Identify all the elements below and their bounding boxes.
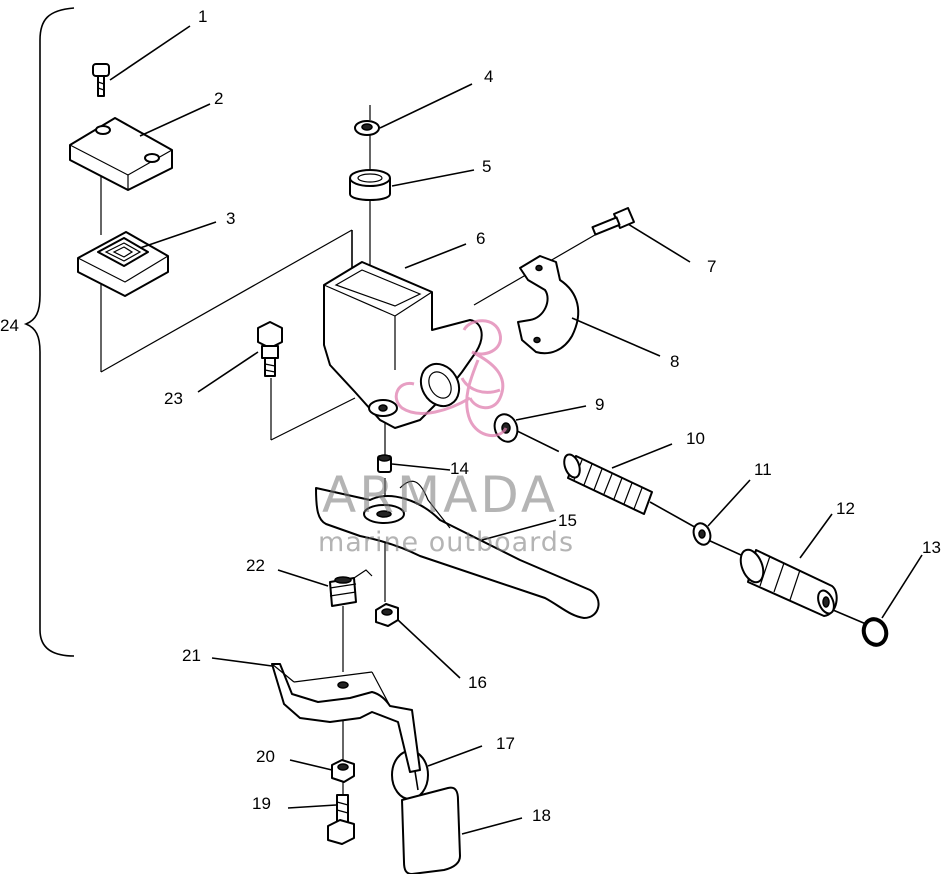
callout-labels: 1 2 3 4 5 6 7 8 9 10 11 12 13 14 15 16 1… <box>0 7 941 825</box>
watermark-title: ARMADA <box>322 466 558 524</box>
callout-15: 15 <box>558 511 577 530</box>
part-8-clamp <box>517 255 580 355</box>
callout-9: 9 <box>595 395 604 414</box>
watermark-subtitle: marine outboards <box>318 527 574 558</box>
callout-19: 19 <box>252 794 271 813</box>
callout-20: 20 <box>256 747 275 766</box>
callout-6: 6 <box>476 229 485 248</box>
assembly-bracket <box>23 7 75 657</box>
watermark: ARMADA marine outboards <box>318 319 574 558</box>
callout-3: 3 <box>226 209 235 228</box>
part-13-o-ring <box>861 617 889 647</box>
part-3-diaphragm <box>77 231 169 297</box>
callout-12: 12 <box>836 499 855 518</box>
callout-7: 7 <box>707 257 716 276</box>
callout-10: 10 <box>686 429 705 448</box>
part-5-bushing <box>349 169 391 201</box>
callout-22: 22 <box>246 556 265 575</box>
part-18-tag <box>401 786 461 874</box>
callout-16: 16 <box>468 673 487 692</box>
part-10-spring <box>563 453 653 515</box>
callout-8: 8 <box>670 352 679 371</box>
part-20-nut <box>331 759 355 783</box>
part-23-pivot-bolt <box>257 321 283 377</box>
callout-18: 18 <box>532 806 551 825</box>
part-1-screw <box>92 63 110 97</box>
callout-1: 1 <box>198 7 207 26</box>
part-21-bracket <box>271 663 421 773</box>
watermark-logo-icon <box>394 319 508 437</box>
callout-13: 13 <box>922 538 941 557</box>
part-14-set-screw <box>377 454 392 473</box>
callout-24: 24 <box>0 316 19 335</box>
part-12-piston <box>739 548 838 617</box>
callout-14: 14 <box>450 459 469 478</box>
part-7-bolt <box>591 207 635 236</box>
callout-17: 17 <box>496 734 515 753</box>
callout-21: 21 <box>182 646 201 665</box>
part-2-reservoir-cover <box>69 117 173 191</box>
part-4-washer <box>354 120 380 136</box>
callout-2: 2 <box>214 89 223 108</box>
part-15-lever <box>315 480 600 619</box>
callout-11: 11 <box>754 460 772 479</box>
callout-5: 5 <box>482 157 491 176</box>
callout-23: 23 <box>164 389 183 408</box>
part-16-nut <box>375 603 399 627</box>
part-22-torsion-spring <box>329 569 373 607</box>
part-11-washer <box>692 522 712 546</box>
callout-leaders <box>109 25 923 835</box>
part-19-bolt <box>327 794 355 845</box>
callout-4: 4 <box>484 67 493 86</box>
part-6-master-cylinder <box>323 261 483 429</box>
